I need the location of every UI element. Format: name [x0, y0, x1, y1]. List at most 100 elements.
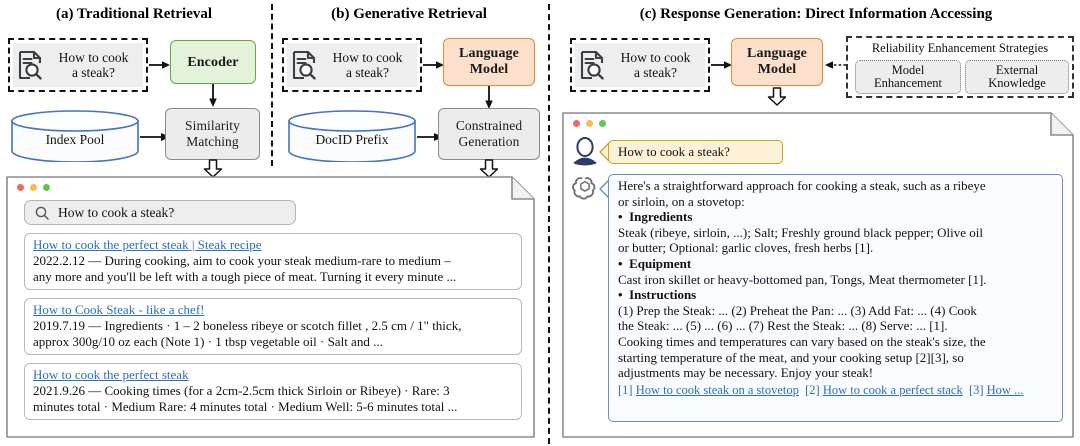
section-line: adjustments may be necessary. Enjoy your…	[618, 365, 874, 381]
constrained-generation-box: Constrained Generation	[438, 108, 540, 160]
search-icon	[35, 206, 49, 220]
user-message-bubble: How to cook a steak?	[608, 140, 783, 164]
language-model-box-c: Language Model	[731, 38, 823, 86]
assistant-message-bubble: Here's a straightforward approach for co…	[608, 174, 1063, 422]
section-line: or butter; Optional: garlic cloves, fres…	[618, 240, 874, 256]
bullet-icon: •	[618, 255, 623, 271]
constrained-line2: Generation	[458, 134, 520, 149]
document-search-icon	[18, 50, 42, 80]
query-line2: a steak?	[633, 65, 678, 80]
citation-1-link[interactable]: How to cook a perfect stack	[822, 382, 963, 397]
query-line2: a steak?	[345, 65, 390, 80]
assistant-section-body-equipment: Cast iron skillet or heavy-bottomed pan,…	[618, 272, 1054, 288]
dot-minimize[interactable]	[586, 120, 593, 127]
strategy-0-line2: Enhancement	[873, 76, 943, 90]
citation-0-link[interactable]: How to cook steak on a stovetop	[635, 382, 799, 397]
panel-b-title: (b) Generative Retrieval	[331, 6, 487, 22]
panel-a-title: (a) Traditional Retrieval	[55, 6, 213, 22]
window-dots-browser	[17, 184, 50, 191]
query-inner-a: How to cook a steak?	[13, 43, 143, 87]
arrow-strategies-to-lm	[825, 61, 846, 69]
assistant-intro-line2: or sirloin, on a stovetop:	[618, 193, 745, 209]
result-title-link[interactable]: How to cook the perfect steak | Steak re…	[33, 237, 262, 252]
assistant-bubble-tail	[599, 178, 611, 200]
section-line: (1) Prep the Steak: ... (2) Preheat the …	[618, 302, 977, 318]
result-snippet-line1: 2021.9.26 — Cooking times (for a 2cm-2.5…	[33, 383, 450, 398]
similarity-line2: Matching	[186, 134, 239, 149]
query-inner-b: How to cook a steak?	[287, 43, 417, 87]
block-arrow-down-a	[203, 159, 223, 178]
user-bubble-tail	[599, 141, 611, 163]
arrow-encoder-to-similarity	[209, 84, 217, 107]
query-text-a: How to cook a steak?	[48, 50, 139, 80]
search-query-text: How to cook a steak?	[58, 204, 175, 220]
assistant-section-heading-equipment: • Equipment	[618, 256, 1054, 272]
search-result-2[interactable]: How to cook the perfect steak 2021.9.26 …	[24, 363, 522, 420]
result-snippet-line2: minutes total · Medium Rare: 4 minutes t…	[33, 398, 458, 414]
assistant-section-body-ingredients: Steak (ribeye, sirloin, ...); Salt; Fres…	[618, 225, 1054, 256]
citation-1-number: [2]	[805, 382, 820, 397]
window-dots-chat	[573, 120, 606, 127]
section-heading-text: Equipment	[629, 255, 692, 271]
divider-a-b	[271, 4, 273, 166]
dot-close[interactable]	[17, 184, 24, 191]
result-snippet-line2: approx 300g/10 oz each (Note 1) · 1 tbsp…	[33, 333, 383, 349]
query-line1: How to cook	[620, 50, 691, 65]
user-avatar-icon	[573, 137, 597, 166]
strategy-1-line1: External	[995, 62, 1039, 77]
bullet-icon: •	[618, 287, 623, 303]
assistant-intro-line1: Here's a straightforward approach for co…	[618, 178, 986, 193]
query-box-c: How to cook a steak?	[570, 38, 710, 92]
search-input[interactable]: How to cook a steak?	[24, 200, 296, 225]
section-line: the Steak: ... (5) ... (6) ... (7) Rest …	[618, 318, 948, 334]
arrow-query-to-encoder	[149, 61, 170, 69]
query-text-c: How to cook a steak?	[610, 50, 701, 80]
result-snippet: 2019.7.19 — Ingredients · 1 – 2 boneless…	[33, 318, 513, 349]
encoder-label: Encoder	[187, 54, 239, 70]
dot-close[interactable]	[573, 120, 580, 127]
section-line: starting temperature of the meat, and yo…	[618, 349, 964, 365]
strategy-1-line2: Knowledge	[988, 76, 1046, 90]
panel-c-title: (c) Response Generation: Direct Informat…	[639, 6, 993, 22]
bullet-icon: •	[618, 209, 623, 225]
lm-line2: Model	[757, 62, 797, 77]
chat-window: How to cook a steak? Here's a straightfo…	[562, 112, 1074, 438]
query-line1: How to cook	[58, 50, 129, 65]
strategy-external-knowledge: External Knowledge	[965, 60, 1069, 94]
dot-maximize[interactable]	[43, 184, 50, 191]
strategy-0-line1: Model	[891, 62, 925, 77]
index-pool-cylinder: Index Pool	[10, 110, 140, 163]
assistant-intro: Here's a straightforward approach for co…	[618, 178, 1054, 209]
block-arrow-down-c	[767, 87, 787, 106]
result-title-link[interactable]: How to cook the perfect steak	[33, 367, 189, 382]
section-line: Cast iron skillet or heavy-bottomed pan,…	[618, 271, 987, 287]
result-title-link[interactable]: How to Cook Steak - like a chef!	[33, 302, 205, 317]
cylinder-shape	[11, 110, 139, 163]
query-line2: a steak?	[71, 65, 116, 80]
result-snippet: 2022.2.12 — During cooking, aim to cook …	[33, 253, 513, 284]
search-result-0[interactable]: How to cook the perfect steak | Steak re…	[24, 233, 522, 290]
result-snippet: 2021.9.26 — Cooking times (for a 2cm-2.5…	[33, 383, 513, 414]
citation-2-number: [3]	[968, 382, 984, 397]
constrained-line1: Constrained	[455, 118, 523, 133]
assistant-section-heading-instructions: • Instructions	[618, 287, 1054, 303]
document-search-icon	[580, 50, 604, 80]
assistant-section-heading-ingredients: • Ingredients	[618, 209, 1054, 225]
document-search-icon	[292, 50, 316, 80]
arrow-query-to-lm-c	[711, 61, 732, 69]
section-heading-text: Instructions	[629, 287, 697, 303]
citation-2-link[interactable]: How ...	[986, 382, 1024, 397]
query-inner-c: How to cook a steak?	[575, 43, 705, 87]
browser-window: How to cook a steak? How to cook the per…	[6, 176, 535, 438]
dot-minimize[interactable]	[30, 184, 37, 191]
dot-maximize[interactable]	[599, 120, 606, 127]
similarity-line1: Similarity	[185, 118, 240, 133]
user-message-text: How to cook a steak?	[618, 144, 730, 159]
block-arrow-down-b	[479, 159, 499, 178]
query-box-b: How to cook a steak?	[282, 38, 422, 92]
divider-b-c	[548, 4, 550, 444]
search-result-1[interactable]: How to Cook Steak - like a chef! 2019.7.…	[24, 298, 522, 355]
lm-line1: Language	[747, 46, 807, 61]
assistant-section-body-instructions: (1) Prep the Steak: ... (2) Preheat the …	[618, 303, 1054, 381]
